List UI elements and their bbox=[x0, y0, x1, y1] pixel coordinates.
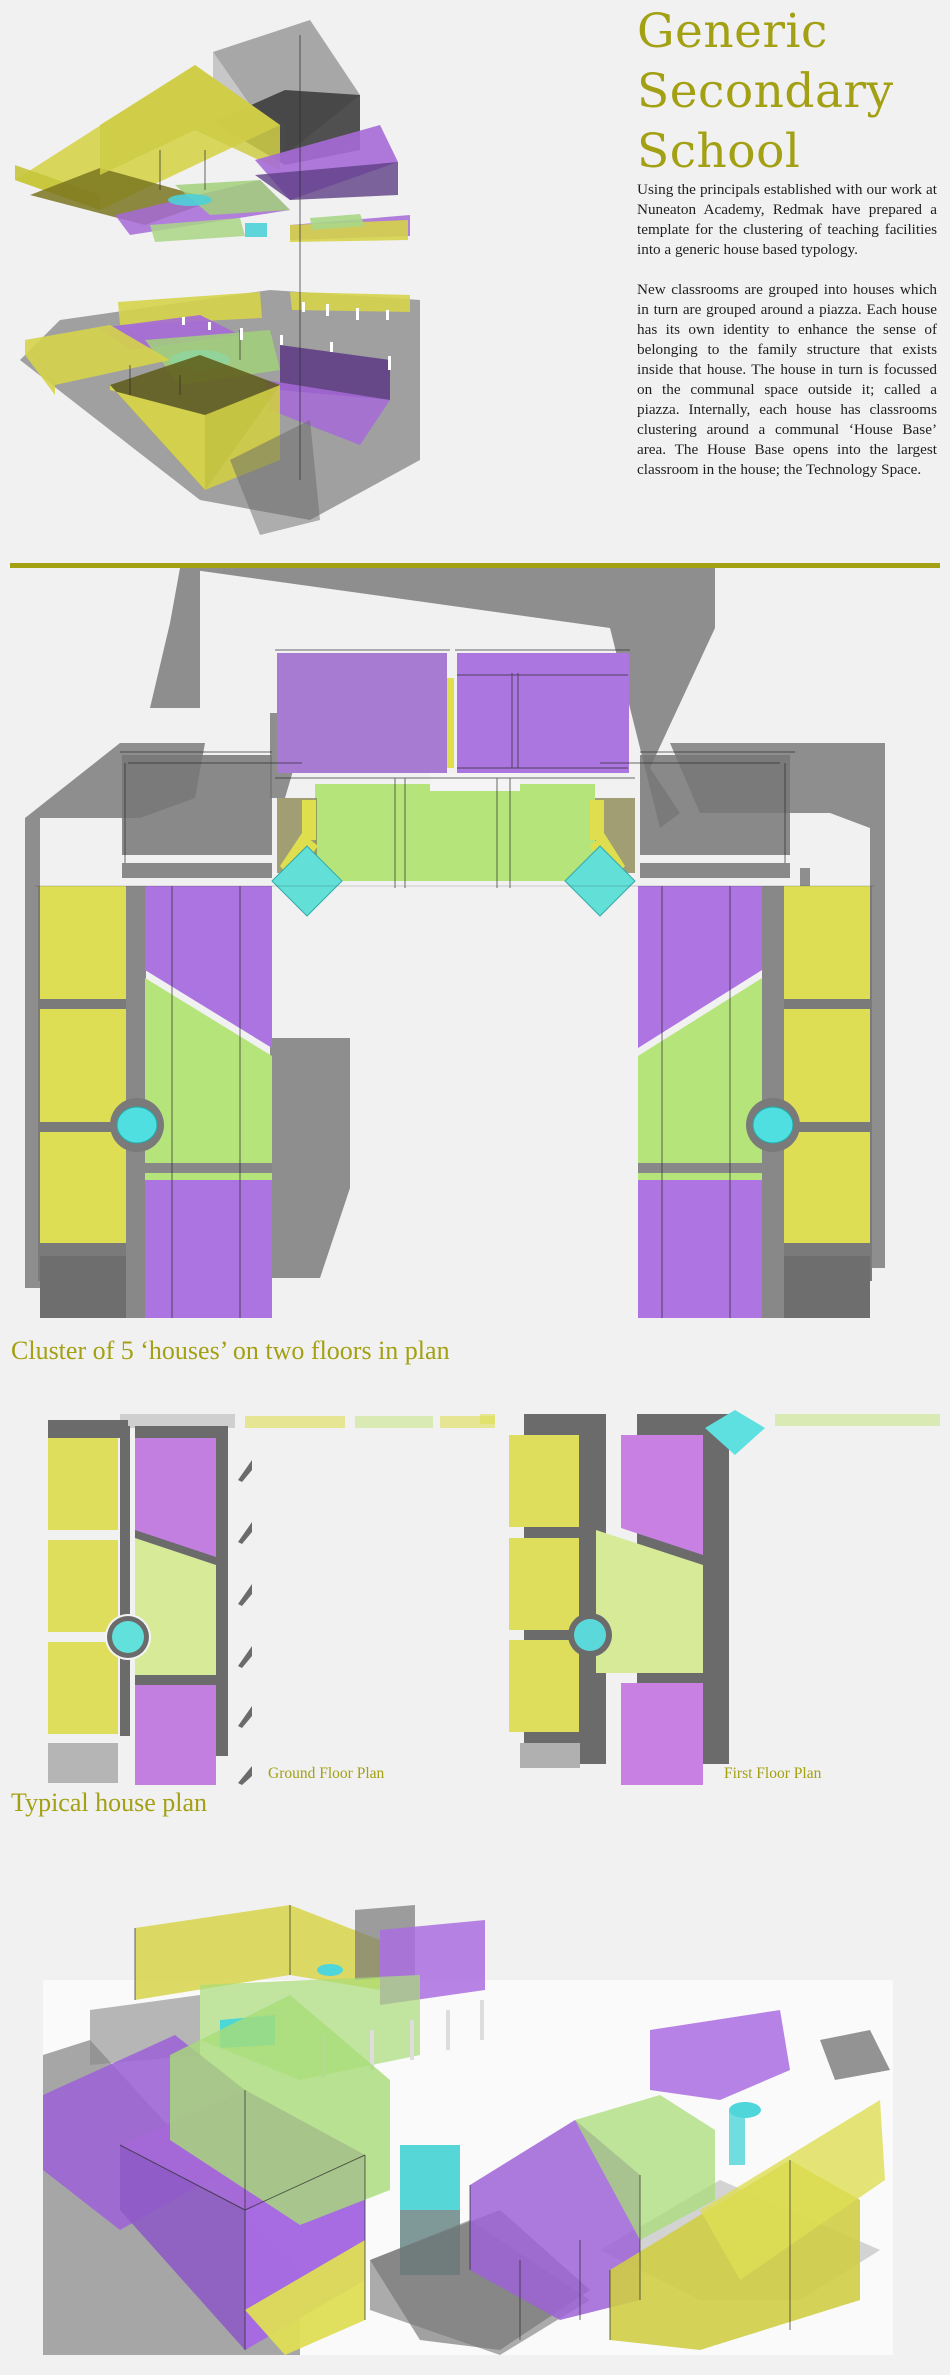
intro-text: Using the principals established with ou… bbox=[637, 180, 937, 500]
first-floor-plan-figure bbox=[480, 1410, 940, 1785]
cluster-plan-figure bbox=[25, 568, 885, 1318]
ground-floor-plan-figure bbox=[48, 1414, 495, 1785]
title-line-3: School bbox=[637, 124, 801, 179]
section-divider bbox=[10, 563, 940, 568]
page-title: Generic Secondary School bbox=[637, 2, 947, 182]
title-line-1: Generic bbox=[637, 4, 828, 59]
title-line-2: Secondary bbox=[637, 64, 894, 119]
intro-paragraph-2: New classrooms are grouped into houses w… bbox=[637, 281, 937, 478]
ground-floor-label: Ground Floor Plan bbox=[268, 1765, 385, 1782]
intro-paragraph-1: Using the principals established with ou… bbox=[637, 181, 937, 258]
cluster-axonometric-figure bbox=[43, 1905, 893, 2355]
cluster-plan-caption: Cluster of 5 ‘houses’ on two floors in p… bbox=[11, 1336, 450, 1365]
exploded-axonometric-figure bbox=[15, 20, 420, 535]
first-floor-label: First Floor Plan bbox=[724, 1765, 822, 1782]
house-plan-caption: Typical house plan bbox=[11, 1788, 208, 1817]
